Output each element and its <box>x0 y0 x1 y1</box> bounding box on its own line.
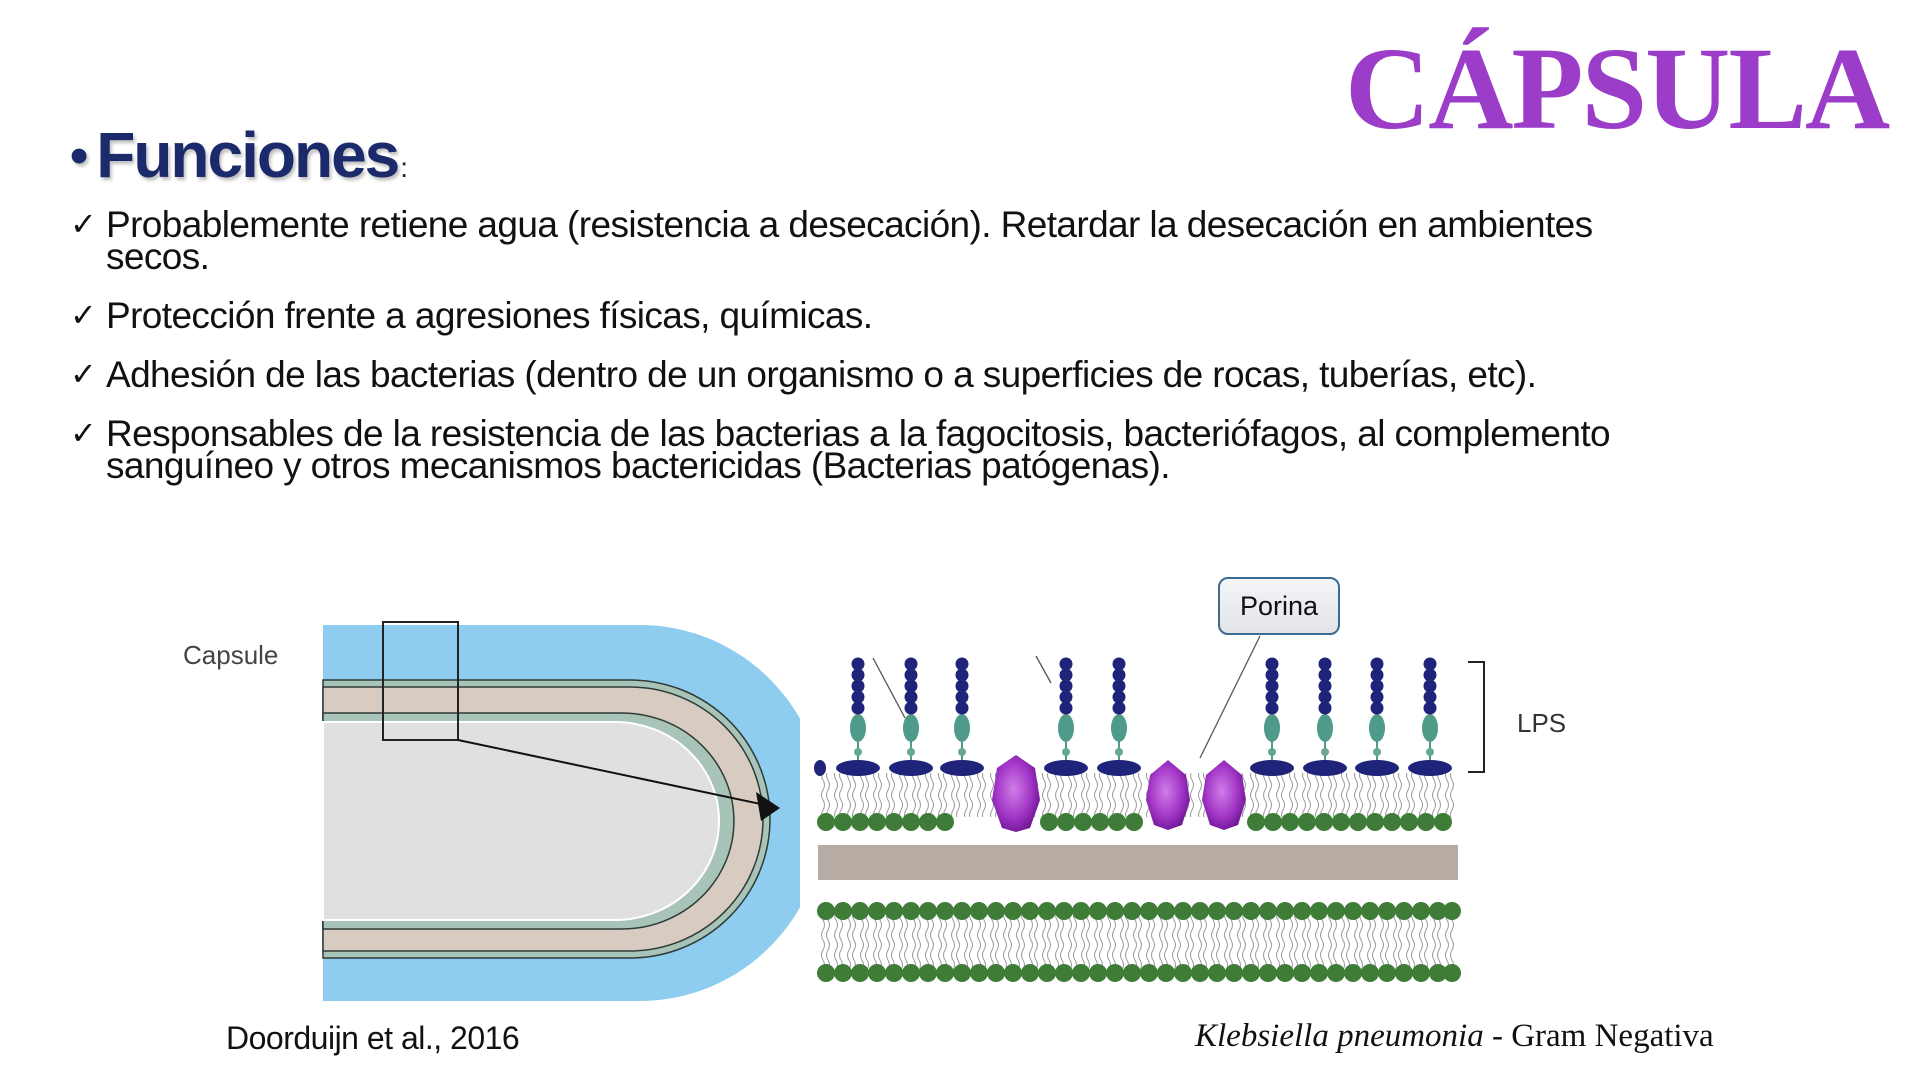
arrow-icon <box>756 792 780 821</box>
list-item-text: Adhesión de las bacterias (dentro de un … <box>106 354 1537 395</box>
list-item-continuation: secos. <box>106 236 210 277</box>
species-name: Klebsiella pneumonia <box>1195 1018 1484 1054</box>
section-heading: •Funciones: <box>70 118 408 192</box>
peptidoglycan-band <box>818 845 1458 880</box>
porin-label: Porina <box>1239 590 1319 621</box>
porin-callout: Porina <box>1218 577 1340 635</box>
list-item: ✓ Adhesión de las bacterias (dentro de u… <box>70 355 1870 394</box>
functions-list: ✓ Probablemente retiene agua (resistenci… <box>70 205 1870 505</box>
heading-text: Funciones <box>96 119 400 191</box>
inner-membrane-heads <box>817 902 1461 982</box>
lps-molecules <box>814 657 1452 776</box>
checkmark-icon: ✓ <box>70 415 97 451</box>
species-caption: Klebsiella pneumonia - Gram Negativa <box>1195 1018 1714 1055</box>
capsule-label: Capsule <box>183 640 279 670</box>
list-item-text: Responsables de la resistencia de las ba… <box>106 413 1611 454</box>
cell-envelope-diagram <box>322 621 800 1001</box>
slide-title: CÁPSULA <box>1345 23 1890 154</box>
lps-bracket <box>1468 661 1485 773</box>
porin-proteins <box>992 755 1246 832</box>
zoom-box <box>382 621 459 741</box>
list-item-continuation: sanguíneo y otros mecanismos bactericida… <box>106 445 1171 486</box>
gram-type: - Gram Negativa <box>1483 1018 1714 1054</box>
membrane-detail-diagram <box>814 635 1485 982</box>
list-item: ✓ Protección frente a agresiones físicas… <box>70 296 1870 335</box>
checkmark-icon: ✓ <box>70 206 97 242</box>
lps-label: LPS <box>1517 708 1567 738</box>
list-item: ✓ Responsables de la resistencia de las … <box>70 414 1870 485</box>
checkmark-icon: ✓ <box>70 356 97 392</box>
cytoplasm <box>322 721 720 921</box>
outer-membrane-heads <box>817 813 1452 831</box>
list-item-text: Protección frente a agresiones físicas, … <box>106 295 873 336</box>
list-item-text: Probablemente retiene agua (resistencia … <box>106 204 1593 245</box>
citation-caption: Doorduijn et al., 2016 <box>226 1020 520 1056</box>
checkmark-icon: ✓ <box>70 297 97 333</box>
heading-bullet: • <box>70 127 88 185</box>
list-item: ✓ Probablemente retiene agua (resistenci… <box>70 205 1870 276</box>
heading-colon: : <box>400 152 408 183</box>
